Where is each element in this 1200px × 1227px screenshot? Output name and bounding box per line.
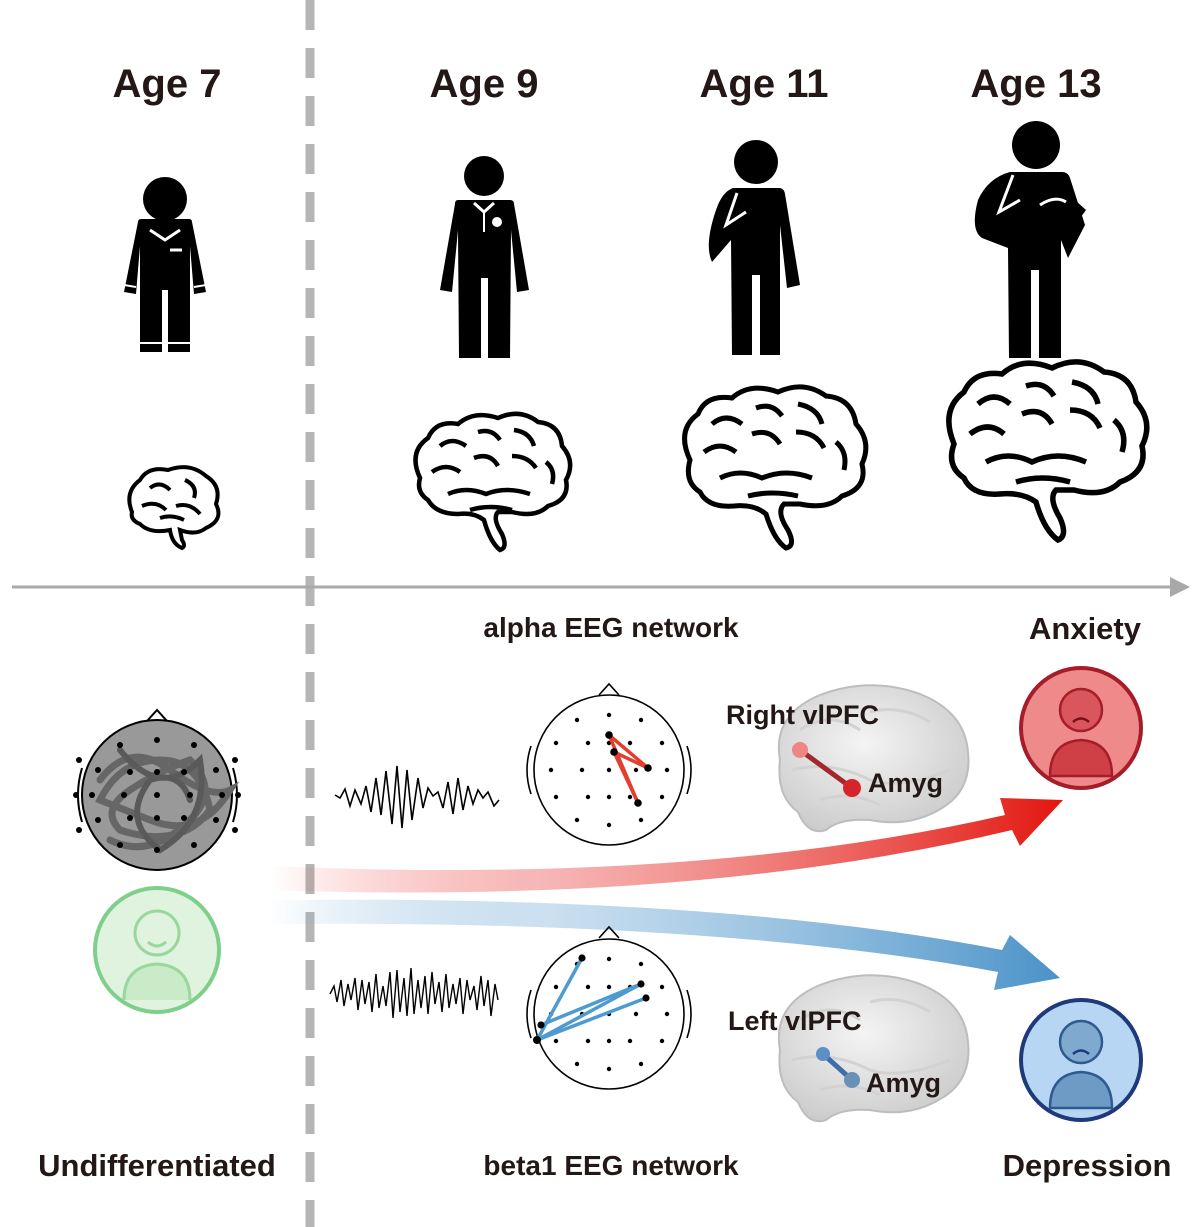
age-11-label: Age 11 — [699, 62, 829, 106]
brain-age-11-icon — [682, 384, 869, 551]
timeline-arrow — [12, 577, 1190, 597]
left-vlpfc-brain — [777, 974, 970, 1123]
age-9-label: Age 9 — [429, 62, 539, 106]
child-age-13-icon — [974, 121, 1086, 358]
child-age-7-icon — [123, 177, 207, 352]
beta1-network-title: beta1 EEG network — [483, 1150, 739, 1181]
beta1-waveform — [329, 967, 499, 1019]
brain-age-7-icon — [127, 465, 221, 551]
undifferentiated-eeg-map — [73, 708, 241, 871]
undifferentiated-label: Undifferentiated — [38, 1148, 276, 1183]
brain-age-9-icon — [413, 411, 573, 553]
left-vlpfc-label: Left vlPFC — [728, 1006, 862, 1036]
beta1-scalp-map — [526, 925, 692, 1090]
brain-age-13-icon — [946, 359, 1150, 544]
alpha-waveform — [334, 765, 500, 829]
anxiety-label: Anxiety — [1029, 611, 1141, 646]
anxiety-person-icon — [1019, 666, 1143, 790]
anxiety-trajectory-arrow — [270, 798, 1063, 893]
beta-amyg-label: Amyg — [866, 1068, 942, 1098]
right-vlpfc-brain — [777, 684, 970, 833]
right-vlpfc-label: Right vlPFC — [726, 700, 879, 730]
undifferentiated-person-icon — [93, 886, 221, 1014]
child-age-9-icon — [440, 156, 529, 358]
alpha-amyg-label: Amyg — [868, 768, 944, 798]
depression-label: Depression — [1002, 1148, 1172, 1183]
depression-person-icon — [1019, 998, 1143, 1122]
alpha-scalp-map — [526, 682, 692, 846]
alpha-network-title: alpha EEG network — [483, 612, 739, 643]
depression-trajectory-arrow — [270, 899, 1060, 990]
child-age-11-icon — [708, 140, 800, 355]
age-7-label: Age 7 — [112, 62, 222, 106]
age-13-label: Age 13 — [970, 62, 1102, 106]
